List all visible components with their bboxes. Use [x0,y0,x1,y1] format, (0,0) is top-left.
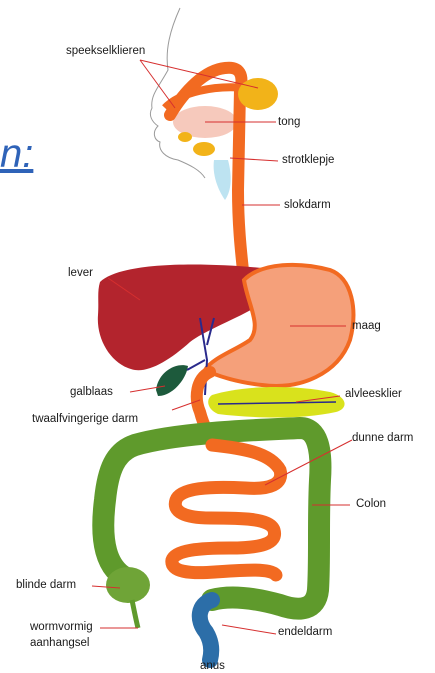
label-wormvormig: wormvormig [30,621,93,634]
salivary-gland-small [178,132,192,142]
label-strotklepje: strotklepje [282,154,334,167]
label-colon: Colon [356,498,386,511]
label-dunne-darm: dunne darm [352,432,413,445]
label-anus: anus [200,660,225,673]
label-endeldarm: endeldarm [278,626,332,639]
gallbladder [156,365,188,396]
label-aanhangsel: aanhangsel [30,637,89,650]
label-maag: maag [352,320,381,333]
small-intestine [172,445,281,575]
label-tong: tong [278,116,300,129]
salivary-gland-sublingual [193,142,215,156]
label-alvleesklier: alvleesklier [345,388,402,401]
rectum [200,600,212,660]
label-blinde-darm: blinde darm [16,579,76,592]
label-slokdarm: slokdarm [284,199,331,212]
label-twaalfvingerige-darm: twaalfvingerige darm [32,413,138,426]
salivary-gland-parotid [238,78,278,110]
appendix [132,600,138,628]
label-speekselklieren: speekselklieren [66,45,145,58]
leader-endeldarm [222,625,276,634]
trachea [214,160,231,200]
label-galblaas: galblaas [70,386,113,399]
cecum [106,567,150,603]
label-lever: lever [68,267,93,280]
